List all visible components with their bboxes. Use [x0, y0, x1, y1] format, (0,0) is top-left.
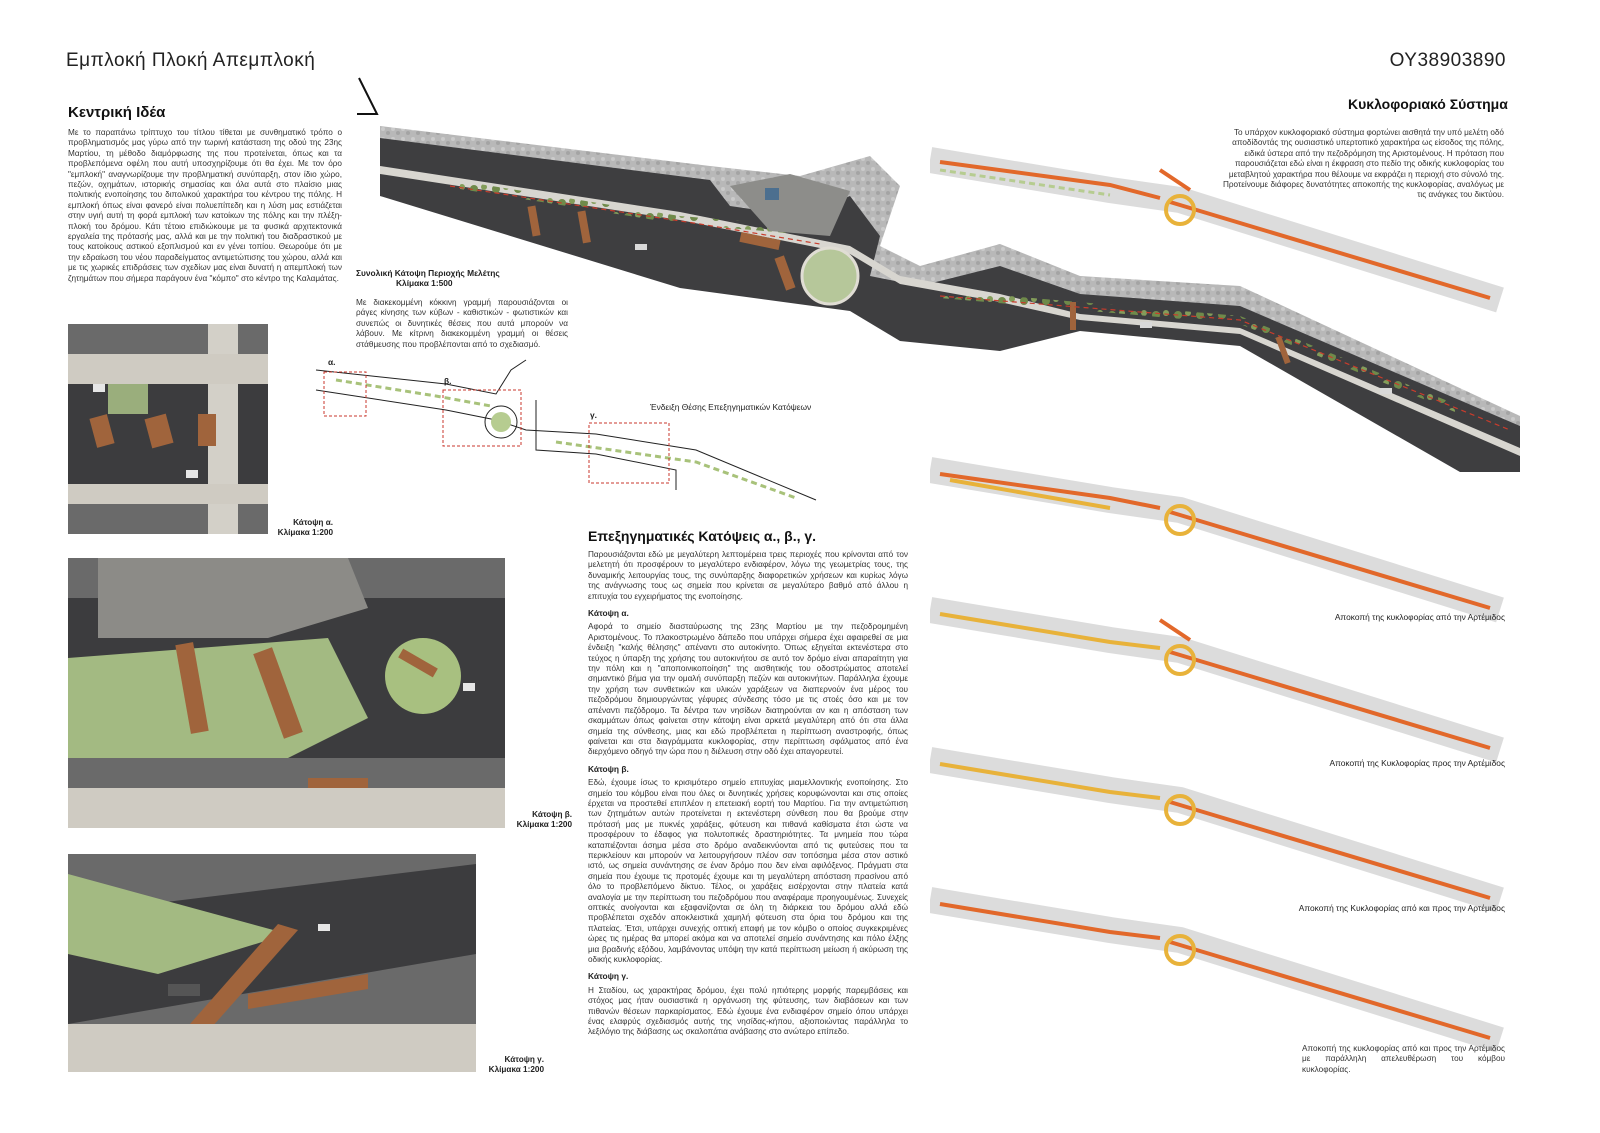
plan-a-text: Αφορά το σημείο διασταύρωσης της 23ης Μα… — [588, 622, 908, 757]
plan-c-text: Η Σταδίου, ως χαρακτήρας δρόμου, έχει πο… — [588, 985, 908, 1037]
traffic-text: Το υπάρχον κυκλοφοριακό σύστημα φορτώνει… — [1222, 128, 1504, 200]
key-plan-label-c: γ. — [590, 410, 597, 420]
central-idea-text: Με το παραπάνω τρίπτυχο του τίτλου τίθετ… — [68, 128, 342, 283]
traffic-caption-2: Αποκοπή της κυκλοφορίας από την Αρτέμιδο… — [1334, 612, 1505, 622]
plan-a-caption: Κάτοψη α. Κλίμακα 1:200 — [248, 518, 333, 539]
plan-b-text: Εδώ, έχουμε ίσως το κρισιμότερο σημείο ε… — [588, 778, 908, 965]
overview-scale: Κλίμακα 1:500 — [396, 278, 453, 288]
overview-text: Με διακεκομμένη κόκκινη γραμμή παρουσιάζ… — [356, 298, 568, 349]
overview-site-plan — [380, 126, 1520, 472]
overview-title: Συνολική Κάτοψη Περιοχής Μελέτης — [356, 268, 500, 278]
plan-a-heading: Κάτοψη α. — [588, 608, 629, 619]
traffic-caption-4: Αποκοπή της Κυκλοφορίας από και προς την… — [1298, 903, 1505, 913]
central-idea-heading: Κεντρική Ιδέα — [68, 104, 166, 121]
traffic-diagram-3 — [930, 597, 1504, 763]
explanatory-heading: Επεξηγηματικές Κατόψεις α., β., γ. — [588, 528, 817, 544]
traffic-diagram-1 — [930, 147, 1504, 313]
plan-c-scale: Κλίμακα 1:200 — [488, 1065, 544, 1075]
traffic-diagram-5 — [930, 887, 1504, 1053]
key-plan-label-b: β. — [444, 376, 452, 386]
key-plan-label-a: α. — [328, 357, 336, 367]
plan-b-scale: Κλίμακα 1:200 — [516, 820, 572, 830]
plan-b-heading: Κάτοψη β. — [588, 763, 629, 774]
plan-b-caption: Κάτοψη β. Κλίμακα 1:200 — [486, 810, 572, 831]
traffic-diagrams — [930, 147, 1504, 1053]
plan-c-heading: Κάτοψη γ. — [588, 971, 629, 982]
plan-c-image — [68, 854, 476, 1072]
traffic-caption-5: Αποκοπή της κυκλοφορίας από και προς την… — [1302, 1044, 1505, 1074]
north-arrow-icon — [357, 77, 379, 115]
key-plan-caption: Ένδειξη Θέσης Επεξηγηματικών Κατόψεων — [650, 402, 812, 412]
page-title: Εμπλοκή Πλοκή Απεμπλοκή — [66, 50, 316, 71]
plan-a-title: Κάτοψη α. — [293, 518, 333, 527]
project-code: ΟΥ38903890 — [1389, 50, 1506, 71]
traffic-heading: Κυκλοφοριακό Σύστημα — [1348, 96, 1508, 112]
plan-a-image — [68, 324, 268, 534]
traffic-diagram-2 — [930, 457, 1504, 623]
key-plan-diagram — [315, 359, 817, 501]
plan-b-image — [68, 558, 505, 828]
explanatory-intro: Παρουσιάζονται εδώ με μεγαλύτερη λεπτομέ… — [588, 550, 908, 601]
overview-caption: Συνολική Κάτοψη Περιοχής Μελέτης Κλίμακα… — [356, 268, 566, 288]
traffic-diagram-4 — [930, 747, 1504, 913]
traffic-caption-3: Αποκοπή της Κυκλοφορίας προς την Αρτέμιδ… — [1329, 758, 1505, 768]
plan-a-scale: Κλίμακα 1:200 — [277, 528, 333, 538]
plan-c-title: Κάτοψη γ. — [504, 1055, 544, 1064]
plan-b-title: Κάτοψη β. — [532, 810, 572, 819]
explanatory-column: Παρουσιάζονται εδώ με μεγαλύτερη λεπτομέ… — [588, 550, 908, 1044]
plan-c-caption: Κάτοψη γ. Κλίμακα 1:200 — [460, 1055, 544, 1076]
